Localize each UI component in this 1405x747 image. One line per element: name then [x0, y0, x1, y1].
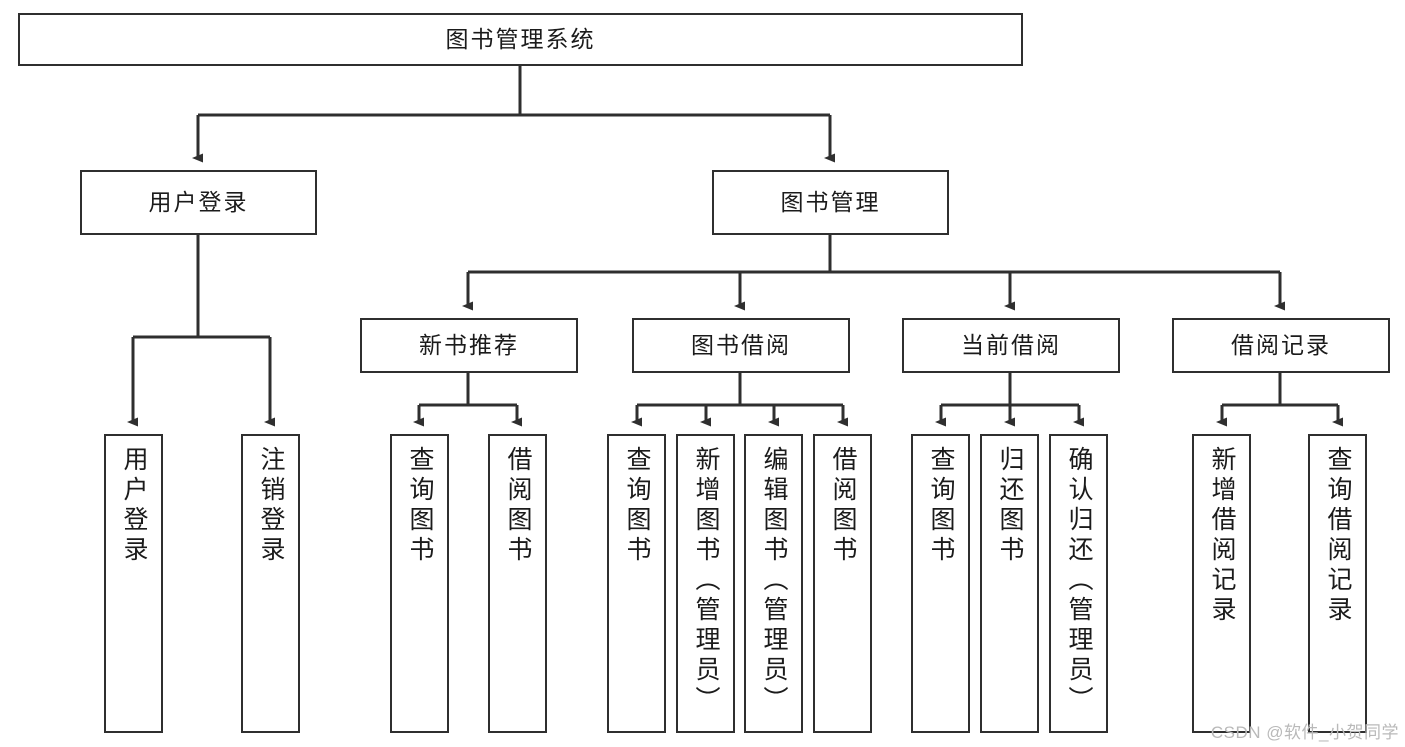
node-borrow-record[interactable]: 借阅记录 [1172, 318, 1390, 373]
node-book-management[interactable]: 图书管理 [712, 170, 949, 235]
node-book-borrow[interactable]: 图书借阅 [632, 318, 850, 373]
node-label: 图书借阅 [691, 331, 791, 358]
node-leaf-borrow-book[interactable]: 借阅图书 [813, 434, 872, 733]
node-leaf-query-book-recommend[interactable]: 查询图书 [390, 434, 449, 733]
node-label: 注销登录 [257, 446, 285, 566]
node-label: 图书管理系统 [445, 25, 596, 52]
node-root-book-management-system[interactable]: 图书管理系统 [18, 13, 1023, 66]
node-label: 新增借阅记录 [1208, 446, 1236, 626]
node-leaf-confirm-return-admin[interactable]: 确认归还（管理员） [1049, 434, 1108, 733]
node-label: 新书推荐 [419, 331, 519, 358]
node-label: 用户登录 [120, 446, 148, 566]
csdn-watermark: CSDN @软件_小贺同学 [1210, 723, 1399, 742]
node-new-book-recommend[interactable]: 新书推荐 [360, 318, 578, 373]
node-label: 查询图书 [406, 446, 434, 566]
node-label: 用户登录 [148, 188, 249, 215]
node-leaf-add-borrow-record[interactable]: 新增借阅记录 [1192, 434, 1251, 733]
node-leaf-logout[interactable]: 注销登录 [241, 434, 300, 733]
node-current-borrow[interactable]: 当前借阅 [902, 318, 1120, 373]
node-leaf-query-borrow-record[interactable]: 查询借阅记录 [1308, 434, 1367, 733]
node-leaf-query-book-borrow[interactable]: 查询图书 [607, 434, 666, 733]
node-label: 借阅记录 [1231, 331, 1331, 358]
node-label: 图书管理 [780, 188, 881, 215]
node-label: 查询图书 [927, 446, 955, 566]
node-label: 新增图书（管理员） [692, 446, 720, 716]
node-leaf-edit-book-admin[interactable]: 编辑图书（管理员） [744, 434, 803, 733]
node-label: 查询借阅记录 [1324, 446, 1352, 626]
node-leaf-query-book-current[interactable]: 查询图书 [911, 434, 970, 733]
node-leaf-add-book-admin[interactable]: 新增图书（管理员） [676, 434, 735, 733]
node-user-login[interactable]: 用户登录 [80, 170, 317, 235]
node-label: 归还图书 [996, 446, 1024, 566]
node-label: 当前借阅 [961, 331, 1061, 358]
node-label: 借阅图书 [829, 446, 857, 566]
node-leaf-user-login[interactable]: 用户登录 [104, 434, 163, 733]
node-label: 编辑图书（管理员） [760, 446, 788, 716]
node-leaf-borrow-book-recommend[interactable]: 借阅图书 [488, 434, 547, 733]
node-label: 确认归还（管理员） [1065, 446, 1093, 716]
node-label: 查询图书 [623, 446, 651, 566]
node-label: 借阅图书 [504, 446, 532, 566]
node-leaf-return-book[interactable]: 归还图书 [980, 434, 1039, 733]
